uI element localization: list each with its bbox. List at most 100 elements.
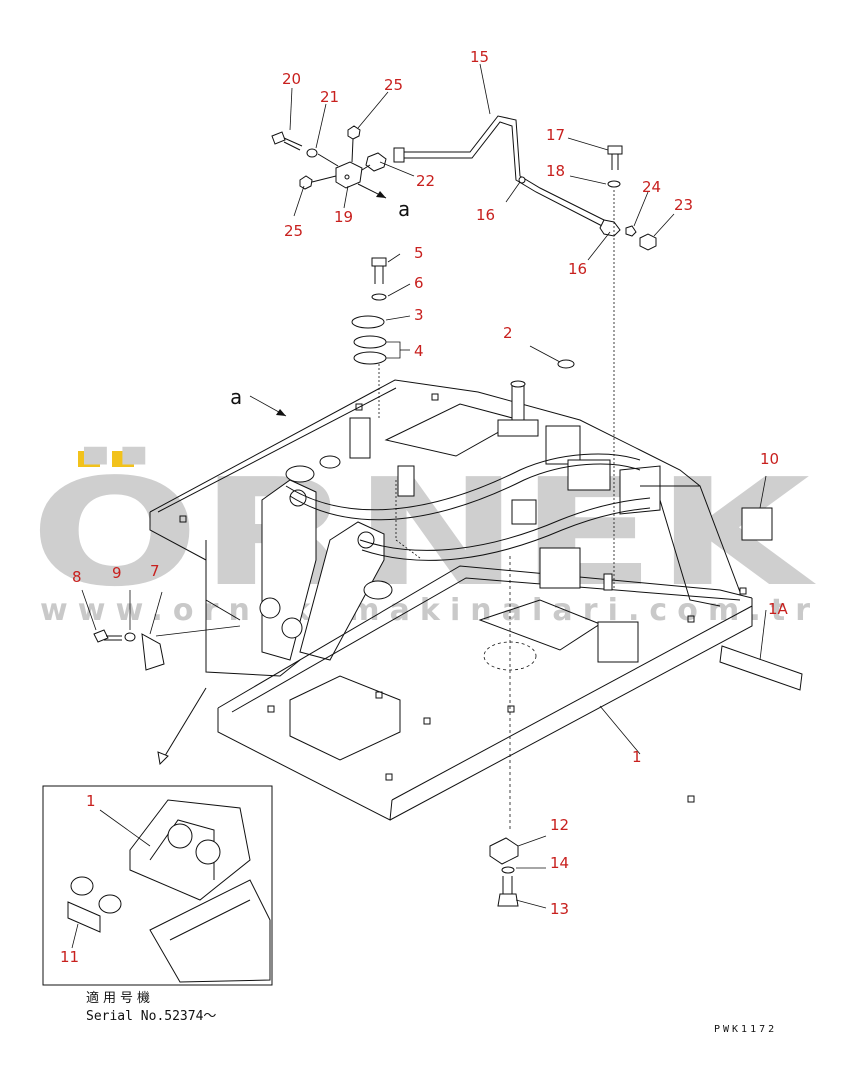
right-mount-block <box>545 425 581 465</box>
washer-9 <box>124 632 136 642</box>
revolving-frame-1 <box>149 379 753 830</box>
serial-number: Serial No.52374～ <box>86 1009 216 1024</box>
hose-end-right <box>599 219 621 237</box>
right-mount-block <box>567 459 611 491</box>
boom-bracket-right <box>299 521 385 661</box>
callout-17: 17 <box>546 126 565 144</box>
callout-15: 15 <box>470 48 489 66</box>
callout-1: 1 <box>632 748 642 766</box>
pad-10 <box>741 507 773 541</box>
deck-hole <box>285 465 315 483</box>
deck-hole <box>363 580 393 600</box>
callout-21: 21 <box>320 88 339 106</box>
frame-post <box>603 573 613 591</box>
inset-boss <box>167 823 193 849</box>
cover-3 <box>351 315 385 329</box>
callout-11: 11 <box>60 948 79 966</box>
swivel-post <box>511 383 525 425</box>
washer-14 <box>501 866 515 874</box>
lower-stack <box>489 837 519 907</box>
shim-4b <box>353 351 387 365</box>
callout-4: 4 <box>414 342 424 360</box>
clamp-16 <box>518 176 526 184</box>
inset-detail <box>42 687 273 986</box>
nut-23 <box>639 233 657 251</box>
adapter-22 <box>365 152 387 172</box>
block-19 <box>335 161 363 189</box>
callout-5: 5 <box>414 244 424 262</box>
callout-16-left: 16 <box>476 206 495 224</box>
callout-9: 9 <box>112 564 122 582</box>
callout-6: 6 <box>414 274 424 292</box>
boom-pin-hole <box>289 489 307 507</box>
frame-bolt-holes <box>179 393 747 803</box>
frame-post <box>397 465 415 497</box>
hose-end-left <box>393 147 405 163</box>
callout-14: 14 <box>550 854 569 872</box>
callout-3: 3 <box>414 306 424 324</box>
inset-boss <box>195 839 221 865</box>
cover-stack <box>351 257 387 420</box>
callout-10: 10 <box>760 450 779 468</box>
callout-25-top: 25 <box>384 76 403 94</box>
callout-7: 7 <box>150 562 160 580</box>
hose-15 <box>398 115 609 223</box>
pin-boss <box>259 597 281 619</box>
watermark-url: www.orneksmakinalari.com.tr <box>40 593 810 628</box>
bolt-20 <box>271 131 303 151</box>
washer-21 <box>306 148 318 158</box>
boom-pin-hole <box>357 531 375 549</box>
pin-boss <box>281 617 303 639</box>
frame-pocket <box>289 675 401 761</box>
frame-post <box>597 621 639 663</box>
applicable-serial-label: 適用号機 <box>86 990 154 1006</box>
leader-lines <box>71 63 767 949</box>
drawing-code: PWK1172 <box>714 1024 777 1035</box>
deck-hole <box>319 455 341 469</box>
left-small-parts <box>93 625 241 671</box>
callout-22: 22 <box>416 172 435 190</box>
callout-labels: 20 21 25 15 17 18 22 24 23 19 25 16 16 5… <box>60 48 789 966</box>
callout-18: 18 <box>546 162 565 180</box>
frame-post <box>539 547 581 589</box>
frame-post <box>349 417 371 459</box>
washer-2 <box>557 359 575 369</box>
plate-7 <box>141 633 165 671</box>
bolt-8-head <box>93 629 109 643</box>
bolt-5-head <box>371 257 387 267</box>
plug-25-bottom <box>299 175 313 190</box>
inset-washer <box>98 894 122 914</box>
frame-post <box>511 499 537 525</box>
callout-2: 2 <box>503 324 513 342</box>
view-mark-a-top: a <box>398 197 410 221</box>
callout-23: 23 <box>674 196 693 214</box>
view-mark-a-frame: a <box>230 385 242 409</box>
swivel-base <box>497 419 539 437</box>
callout-25-bottom: 25 <box>284 222 303 240</box>
callout-1-inset: 1 <box>86 792 96 810</box>
callout-24: 24 <box>642 178 661 196</box>
nipple-24 <box>625 225 637 237</box>
washer-6 <box>371 293 387 301</box>
inset-plate-11 <box>67 901 101 933</box>
callout-13: 13 <box>550 900 569 918</box>
right-mount-block <box>619 465 661 515</box>
bolt-17 <box>607 145 623 170</box>
shim-4a <box>353 335 387 349</box>
watermark-umlaut-dot <box>78 451 100 467</box>
plate-1A <box>719 645 803 691</box>
callout-8: 8 <box>72 568 82 586</box>
washer-18 <box>607 180 621 188</box>
callout-12: 12 <box>550 816 569 834</box>
callout-19: 19 <box>334 208 353 226</box>
plug-25-top <box>347 125 361 140</box>
inset-washer <box>70 876 94 896</box>
callout-20: 20 <box>282 70 301 88</box>
hose-block-assembly <box>271 115 657 590</box>
arrow-a-head <box>376 191 386 198</box>
plate-12 <box>489 837 519 865</box>
watermark-umlaut-dot <box>112 451 134 467</box>
bolt-13-head <box>497 893 519 907</box>
